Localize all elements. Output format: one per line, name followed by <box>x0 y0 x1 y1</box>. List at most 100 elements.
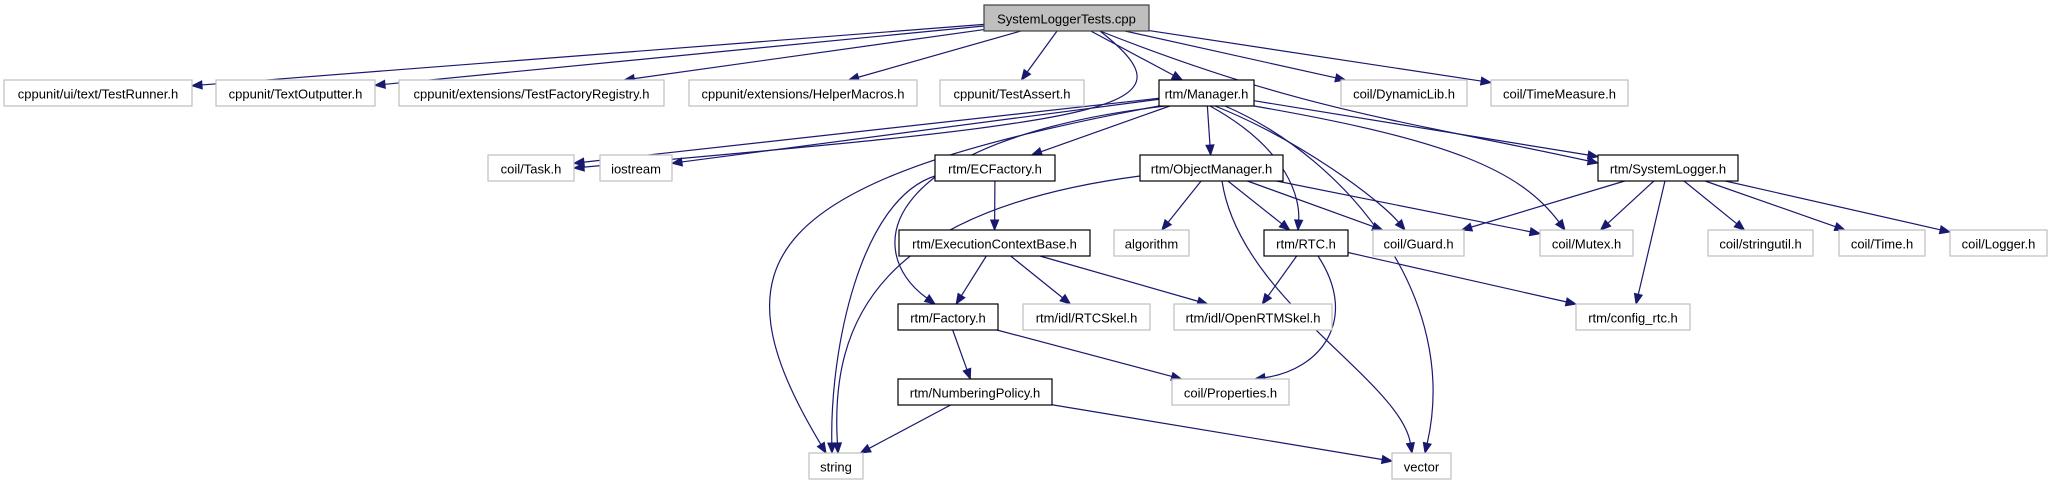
node-box <box>398 79 665 107</box>
node-label: coil/Mutex.h <box>1552 237 1621 252</box>
node-objectmanager[interactable]: rtm/ObjectManager.h <box>1139 154 1284 182</box>
node-box <box>934 154 1056 182</box>
arrowhead-icon <box>1422 441 1432 455</box>
node-label: cppunit/TextOutputter.h <box>229 87 363 102</box>
node-label: coil/Time.h <box>1851 237 1913 252</box>
arrowhead-icon <box>859 443 872 454</box>
node-box <box>1171 378 1290 406</box>
arrowhead-icon <box>989 219 1000 232</box>
arrowhead-icon <box>1405 441 1415 455</box>
arrowhead-icon <box>1020 68 1032 82</box>
nodes-layer: SystemLoggerTests.cppcppunit/ui/text/Tes… <box>3 4 2048 480</box>
node-label: cppunit/extensions/HelperMacros.h <box>701 87 904 102</box>
node-ecfactory[interactable]: rtm/ECFactory.h <box>934 154 1056 182</box>
edge-line <box>831 175 936 444</box>
node-box <box>939 79 1085 107</box>
node-textoutputter: cppunit/TextOutputter.h <box>215 79 376 107</box>
node-box <box>1838 229 1926 257</box>
edge-line <box>1148 29 1482 82</box>
edge-root-to-helpermacros <box>847 30 1021 82</box>
node-timemeasure: coil/TimeMeasure.h <box>1490 79 1629 107</box>
node-box <box>1539 229 1634 257</box>
arrowhead-icon <box>1564 297 1578 307</box>
edge-line <box>681 98 1160 163</box>
edge-line <box>1167 180 1202 223</box>
arrowhead-icon <box>962 367 972 381</box>
edge-systemlogger-to-guard <box>1460 180 1625 232</box>
arrowhead-icon <box>816 441 827 455</box>
arrowhead-icon <box>1278 219 1291 231</box>
node-box <box>1022 303 1151 331</box>
node-label: rtm/Factory.h <box>910 311 986 326</box>
node-vector: vector <box>1391 452 1452 480</box>
node-numberingpolicy[interactable]: rtm/NumberingPolicy.h <box>897 378 1053 406</box>
edge-line <box>858 30 1021 78</box>
node-label: iostream <box>611 162 661 177</box>
node-dynamiclib: coil/DynamicLib.h <box>1340 79 1468 107</box>
edge-ecbase-to-factory <box>955 255 987 306</box>
edge-line <box>960 255 987 296</box>
node-time: coil/Time.h <box>1838 229 1926 257</box>
arrowhead-icon <box>1833 222 1847 231</box>
edge-line <box>634 28 985 80</box>
edge-line <box>1221 180 1411 444</box>
arrowhead-icon <box>923 294 937 305</box>
node-label: coil/DynamicLib.h <box>1353 87 1455 102</box>
node-label: cppunit/extensions/TestFactoryRegistry.h <box>413 87 649 102</box>
node-systemlogger[interactable]: rtm/SystemLogger.h <box>1597 154 1739 182</box>
node-openrtmskel: rtm/idl/OpenRTMSkel.h <box>1173 303 1333 331</box>
node-box <box>1597 154 1739 182</box>
edge-rtc-to-openrtmskel <box>1261 255 1298 306</box>
node-string: string <box>808 452 864 480</box>
node-iostream: iostream <box>599 154 673 182</box>
node-box <box>1391 452 1452 480</box>
arrowhead-icon <box>1599 219 1612 231</box>
node-logger: coil/Logger.h <box>1949 229 2048 257</box>
node-label: rtm/ObjectManager.h <box>1151 162 1272 177</box>
arrowhead-icon <box>373 79 386 89</box>
node-ecbase[interactable]: rtm/ExecutionContextBase.h <box>898 229 1091 257</box>
edge-line <box>1039 255 1199 302</box>
edge-systemlogger-to-logger <box>1725 180 1952 235</box>
edge-root-to-dynamiclib <box>1124 30 1347 83</box>
arrowhead-icon <box>1205 144 1215 157</box>
arrowhead-icon <box>1293 219 1304 232</box>
edge-line <box>583 97 1160 163</box>
node-root[interactable]: SystemLoggerTests.cpp <box>983 4 1150 32</box>
node-label: coil/Task.h <box>501 162 562 177</box>
node-label: rtm/idl/RTCSkel.h <box>1036 311 1138 326</box>
edge-systemlogger-to-stringutil <box>1683 180 1746 231</box>
edge-manager-to-systemlogger <box>1253 100 1600 160</box>
node-algorithm: algorithm <box>1113 229 1190 257</box>
edge-line <box>1090 30 1174 76</box>
edge-line <box>868 404 951 449</box>
node-label: rtm/ECFactory.h <box>948 162 1042 177</box>
node-factory[interactable]: rtm/Factory.h <box>897 303 999 331</box>
edge-root-to-testrunner <box>190 23 985 90</box>
arrowhead-icon <box>1733 219 1746 231</box>
node-label: rtm/idl/OpenRTMSkel.h <box>1186 311 1321 326</box>
node-label: string <box>820 460 852 475</box>
node-label: rtm/config_rtc.h <box>1588 311 1678 326</box>
edge-ecfactory-to-string <box>827 175 936 455</box>
edge-factory-to-properties <box>996 329 1183 381</box>
node-mutex: coil/Mutex.h <box>1539 229 1634 257</box>
edge-line <box>1637 180 1666 295</box>
node-label: algorithm <box>1125 237 1178 252</box>
arrowhead-icon <box>670 157 684 167</box>
node-box <box>599 154 673 182</box>
edge-line <box>768 105 1160 445</box>
node-rtcskel: rtm/idl/RTCSkel.h <box>1022 303 1151 331</box>
edge-line <box>201 23 985 86</box>
edge-systemlogger-to-mutex <box>1599 180 1655 231</box>
edge-systemlogger-to-configrtc <box>1633 180 1666 306</box>
edge-objectmanager-to-mutex <box>1276 180 1542 237</box>
node-manager[interactable]: rtm/Manager.h <box>1158 79 1255 107</box>
node-stringutil: coil/stringutil.h <box>1707 229 1814 257</box>
node-box <box>1949 229 2048 257</box>
node-box <box>1263 229 1349 257</box>
arrowhead-icon <box>1380 454 1394 465</box>
node-rtc[interactable]: rtm/RTC.h <box>1263 229 1349 257</box>
edge-ecbase-to-rtcskel <box>1010 255 1072 305</box>
